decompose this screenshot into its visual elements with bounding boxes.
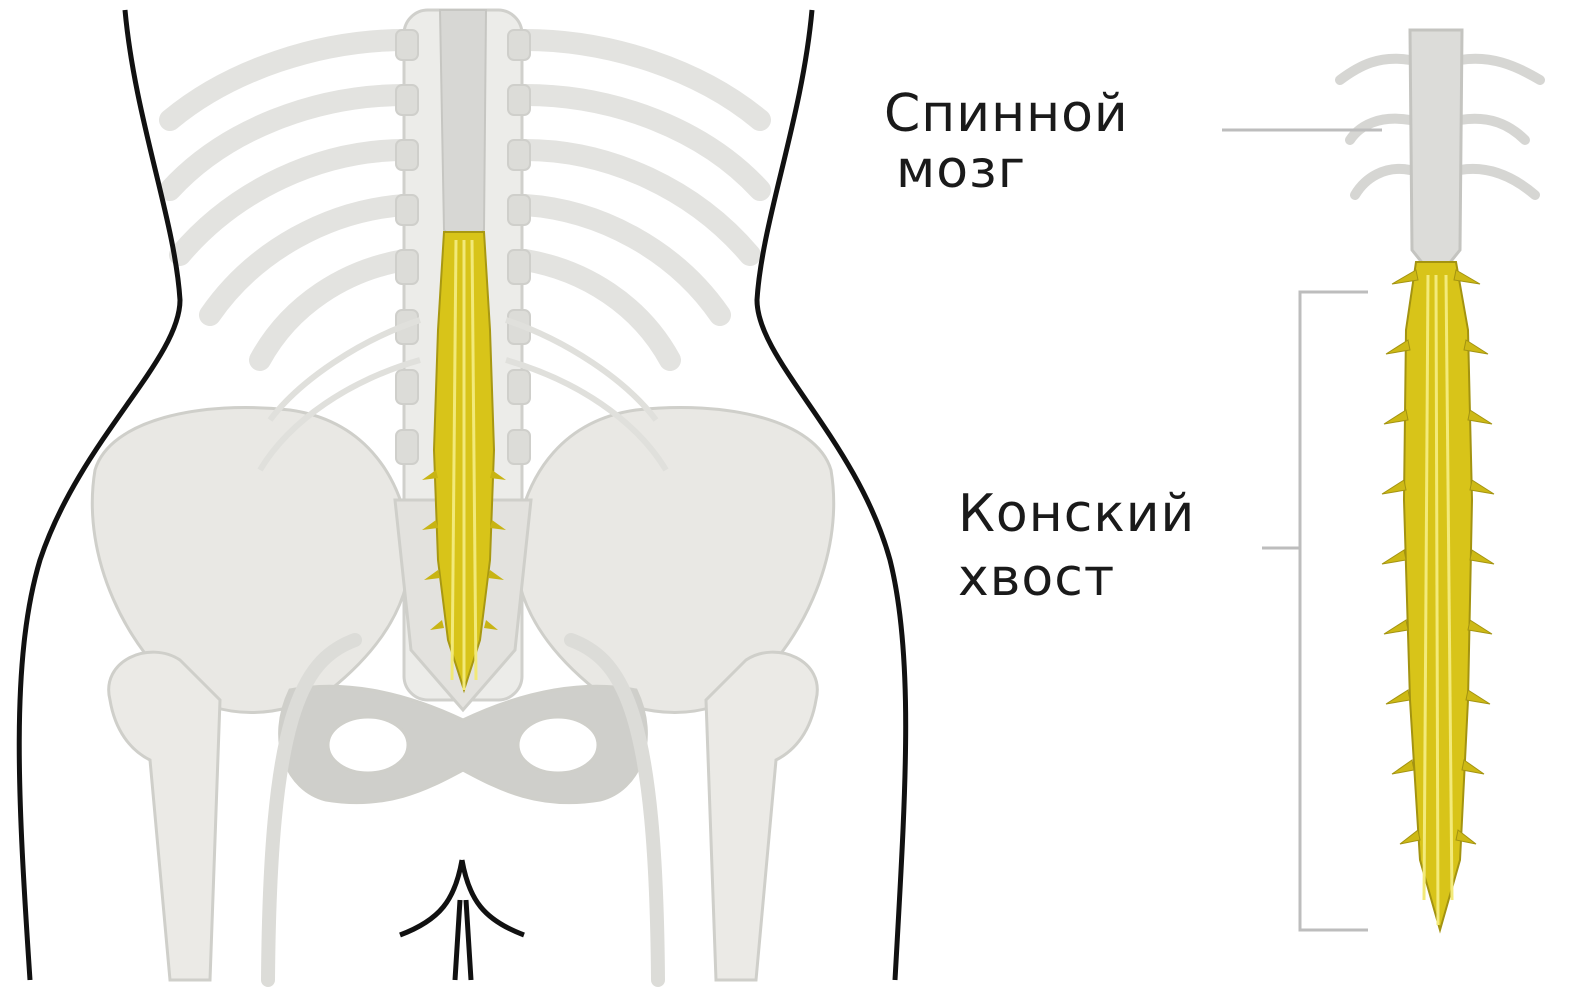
cauda-equina-bracket bbox=[1300, 292, 1368, 930]
leader-lines bbox=[1222, 130, 1382, 930]
spinal-cord-label-line1: Спинной bbox=[884, 86, 1129, 142]
torso-illustration bbox=[19, 10, 905, 980]
isolated-spinal-cord bbox=[1340, 30, 1540, 930]
spinal-cord-shape bbox=[1410, 30, 1462, 280]
cauda-equina-label-line1: Конский bbox=[958, 486, 1195, 542]
spinal-cord-label-line2: мозг bbox=[896, 142, 1026, 198]
cauda-equina-shape bbox=[1382, 262, 1494, 930]
cauda-equina-label-line2: хвост bbox=[958, 550, 1115, 606]
